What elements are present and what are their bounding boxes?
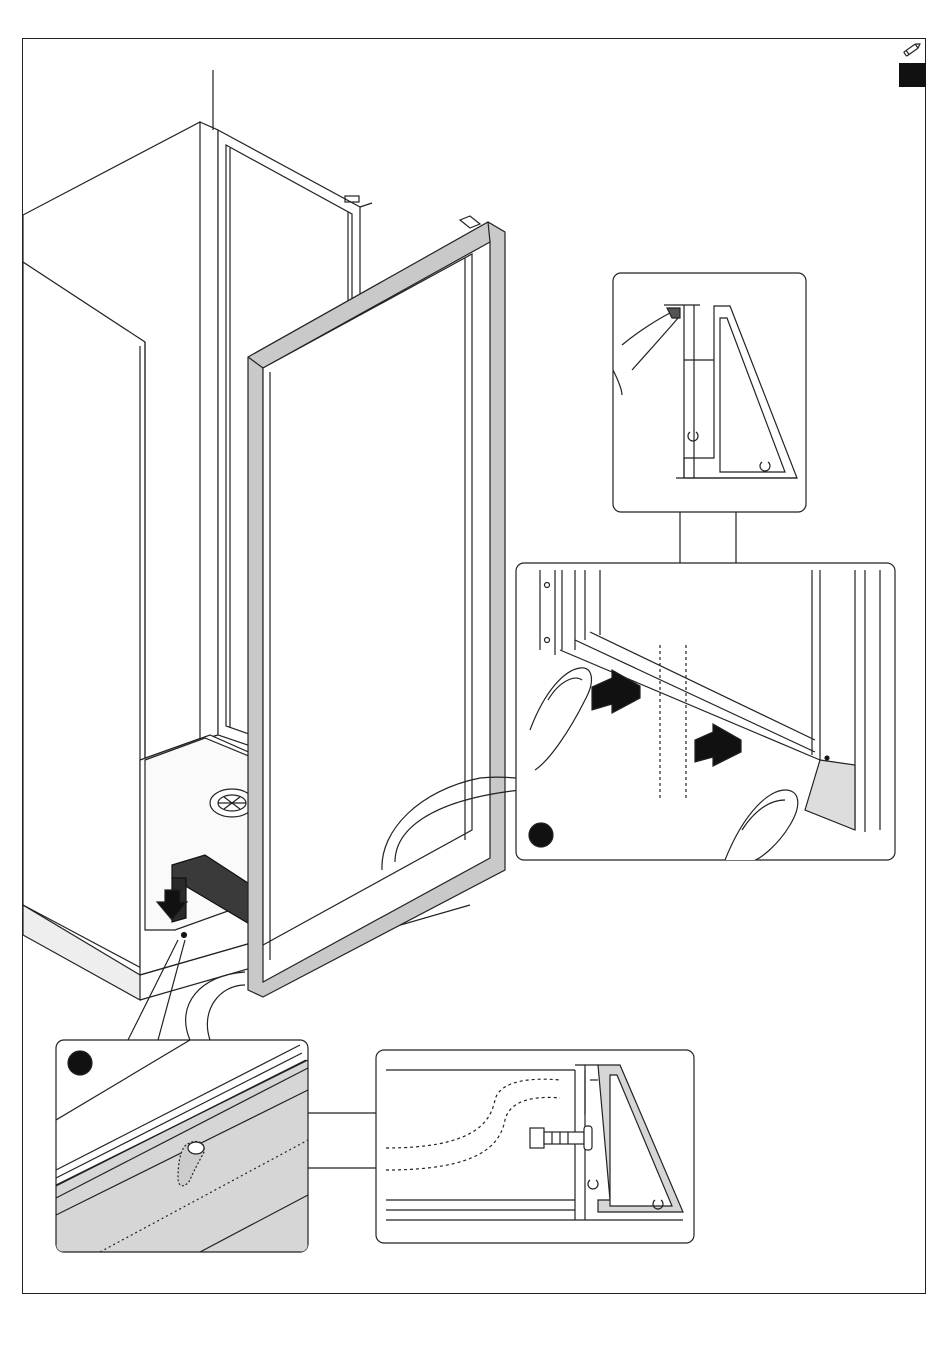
- shower-enclosure: [23, 70, 505, 1000]
- profile-cross-section-with-screw: [376, 1050, 694, 1243]
- frame-hole-detail: [56, 1040, 308, 1252]
- sealant-application-detail: [516, 563, 895, 862]
- step-marker: [529, 823, 553, 847]
- step-marker: [68, 1051, 92, 1075]
- profile-cross-section-top: [613, 273, 806, 512]
